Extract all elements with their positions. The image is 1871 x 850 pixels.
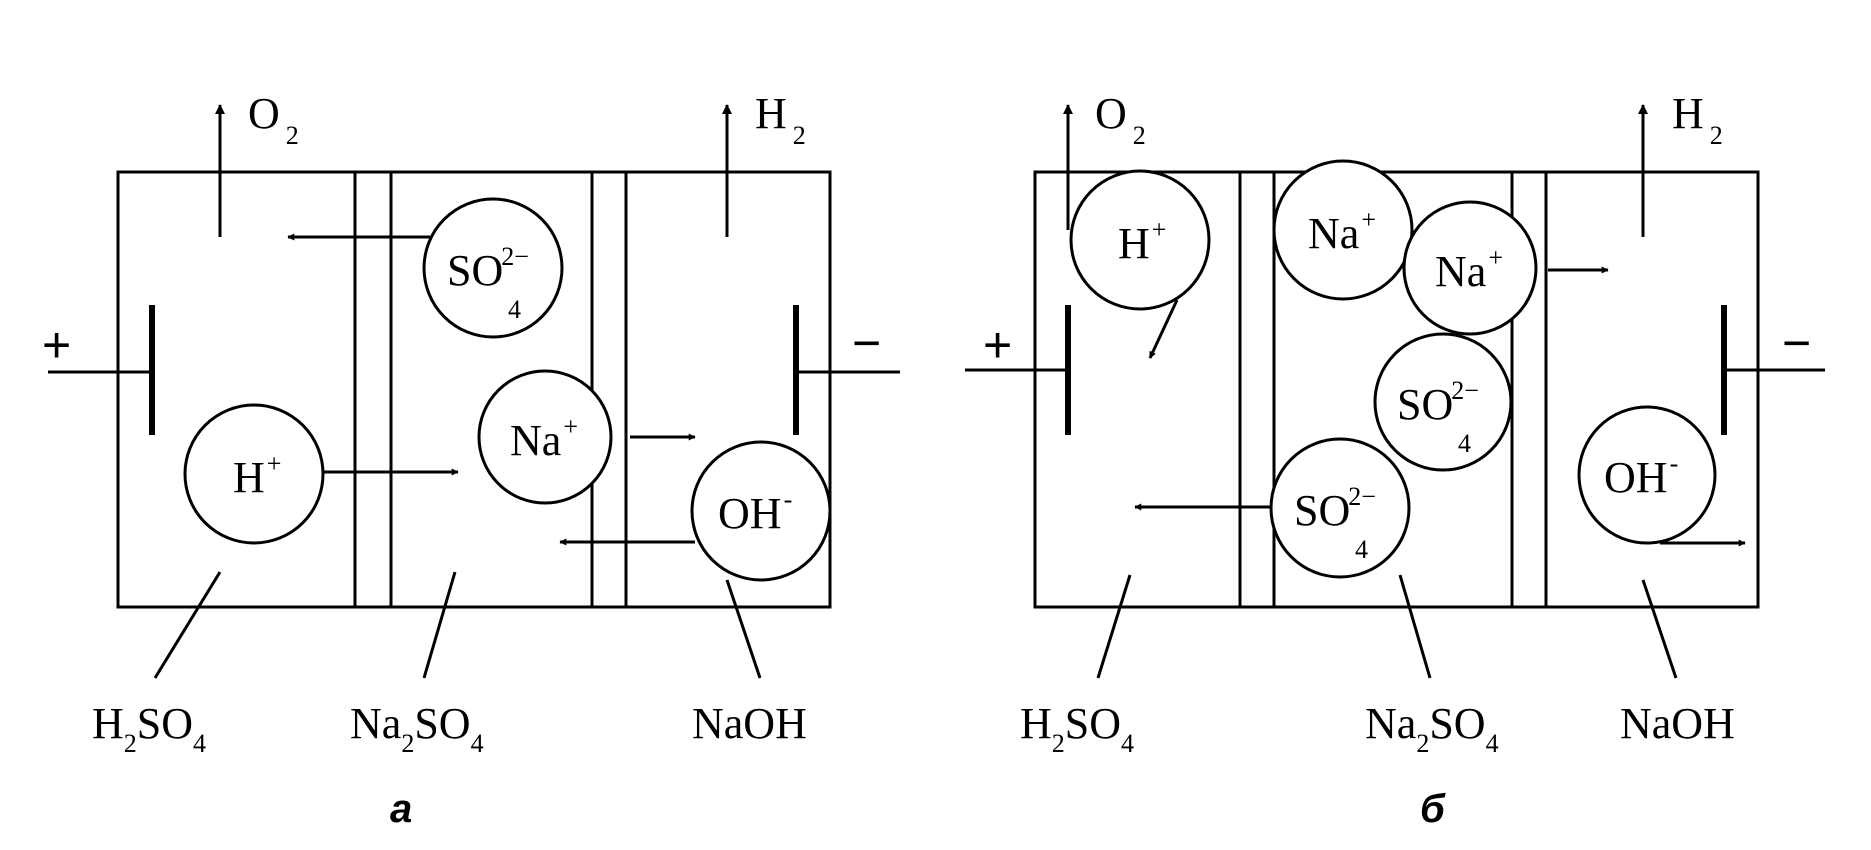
- caption-a: а: [390, 787, 412, 831]
- ion-oh-minus: OH-: [1577, 405, 1717, 545]
- svg-text:Na+: Na+: [1308, 205, 1376, 258]
- svg-text:OH-: OH-: [1604, 449, 1678, 502]
- svg-text:Na+: Na+: [510, 412, 578, 465]
- minus-sign: −: [1782, 315, 1811, 371]
- label-naoh: NaOH: [1620, 699, 1735, 748]
- ion-na-plus-2: Na+: [1402, 200, 1538, 336]
- plus-sign: +: [42, 317, 71, 373]
- ion-h-plus: H+: [1069, 169, 1211, 311]
- plus-sign: +: [983, 317, 1012, 373]
- label-h2so4: H2SO4: [92, 699, 206, 758]
- leader-naoh: [1641, 579, 1678, 679]
- minus-sign: −: [852, 315, 881, 371]
- svg-text:SO2−: SO2−: [1397, 376, 1479, 429]
- membrane-right: [1510, 170, 1548, 609]
- label-na2so4: Na2SO4: [350, 699, 484, 758]
- cell-outline: [116, 170, 832, 609]
- ion-so4: SO2− 4: [422, 197, 564, 339]
- svg-text:4: 4: [1355, 535, 1368, 564]
- membrane-left: [353, 170, 393, 609]
- svg-text:SO2−: SO2−: [1294, 482, 1376, 535]
- h-migration-arrow: [1148, 299, 1179, 359]
- leader-h2so4: [153, 571, 222, 679]
- svg-text:H+: H+: [233, 449, 281, 502]
- ion-h-plus: H+: [183, 403, 325, 545]
- leader-h2so4: [1096, 574, 1132, 679]
- caption-b: б: [1420, 787, 1446, 831]
- leader-naoh: [725, 579, 762, 679]
- cell-outline: [1033, 170, 1760, 609]
- ion-oh-minus: OH-: [690, 440, 832, 582]
- label-na2so4: Na2SO4: [1365, 699, 1499, 758]
- svg-text:OH-: OH-: [718, 485, 792, 538]
- ion-so4-2: SO2− 4: [1269, 437, 1411, 579]
- ion-so4-1: SO2− 4: [1373, 332, 1513, 472]
- leader-na2so4: [422, 571, 457, 679]
- membrane-left: [1238, 170, 1276, 609]
- svg-text:SO2−: SO2−: [447, 242, 529, 295]
- svg-text:Na+: Na+: [1435, 243, 1503, 296]
- leader-na2so4: [1398, 574, 1432, 679]
- ion-na-plus-1: Na+: [1272, 159, 1414, 301]
- svg-text:4: 4: [1458, 429, 1471, 458]
- svg-text:H+: H+: [1118, 215, 1166, 268]
- ion-na-plus: Na+: [477, 369, 613, 505]
- label-naoh: NaOH: [692, 699, 807, 748]
- label-h2so4: H2SO4: [1020, 699, 1134, 758]
- svg-text:4: 4: [508, 295, 521, 324]
